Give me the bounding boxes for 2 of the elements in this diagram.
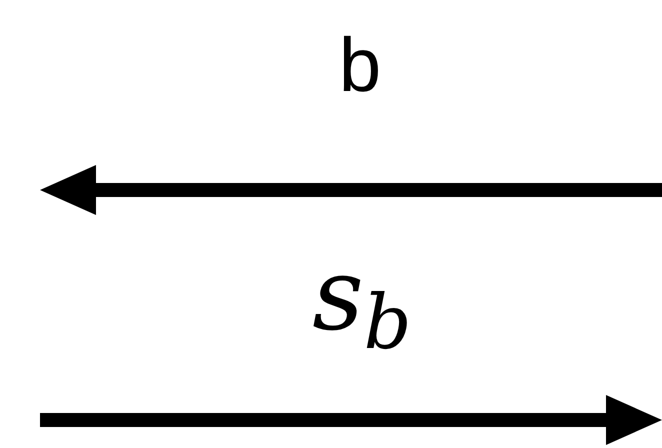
math-symbol: s$_{b}$ <box>312 245 412 360</box>
text-label: b <box>338 28 382 104</box>
